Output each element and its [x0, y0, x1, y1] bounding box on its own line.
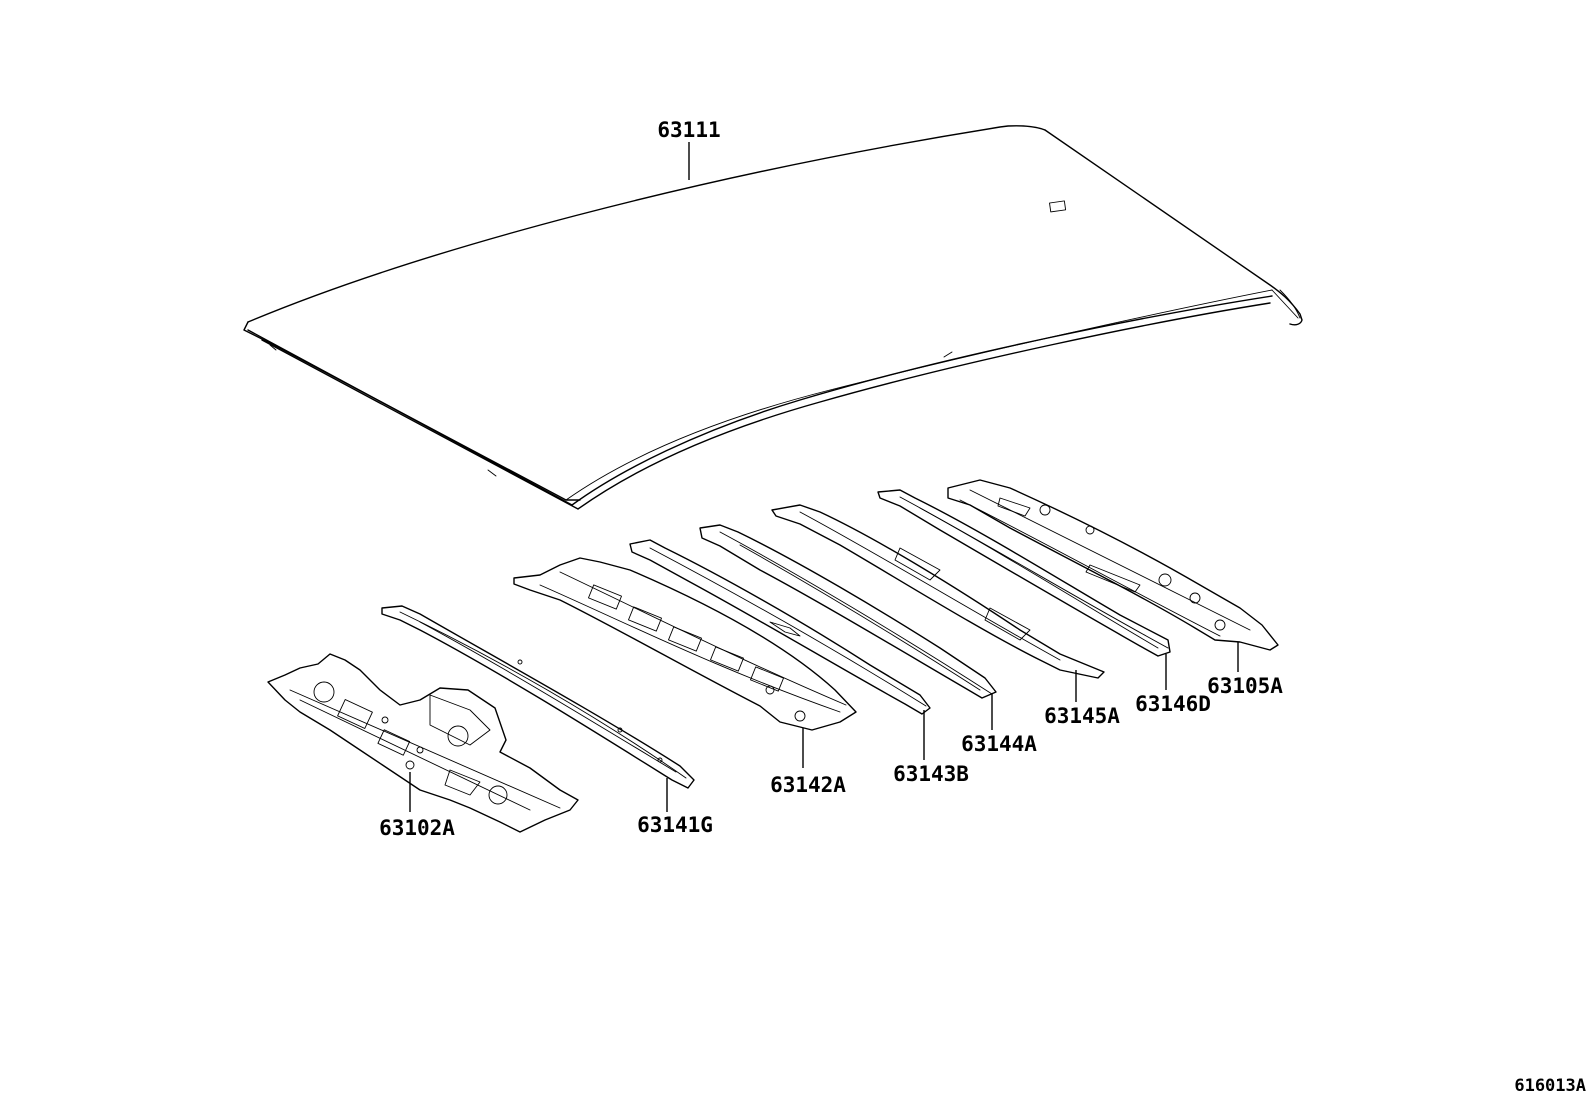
part-label-63144A: 63144A: [961, 732, 1037, 756]
roof-bow-5-drawing: [771, 504, 1105, 679]
part-label-63143B: 63143B: [893, 762, 969, 786]
part-label-63111: 63111: [657, 118, 720, 142]
figure-code: 616013A: [1514, 1076, 1586, 1096]
part-label-63145A: 63145A: [1044, 704, 1120, 728]
part-label-63141G: 63141G: [637, 813, 713, 837]
part-labels: 63111 63102A 63141G 63142A 63143B 63144A…: [379, 118, 1283, 840]
front-header-panel-drawing: [267, 653, 579, 833]
roof-bow-6-drawing: [877, 489, 1171, 657]
roof-bow-4-drawing: [699, 524, 997, 699]
part-label-63102A: 63102A: [379, 816, 455, 840]
rear-header-panel-drawing: [947, 479, 1279, 651]
part-label-63146D: 63146D: [1135, 692, 1211, 716]
part-label-63105A: 63105A: [1207, 674, 1283, 698]
leader-lines: [409, 142, 1239, 812]
part-label-63142A: 63142A: [770, 773, 846, 797]
roof-reinforcement-drawing: [513, 557, 857, 731]
roof-bow-3-drawing: [629, 539, 931, 715]
roof-bow-1-drawing: [381, 605, 695, 789]
roof-panel-drawing: [243, 125, 1303, 510]
